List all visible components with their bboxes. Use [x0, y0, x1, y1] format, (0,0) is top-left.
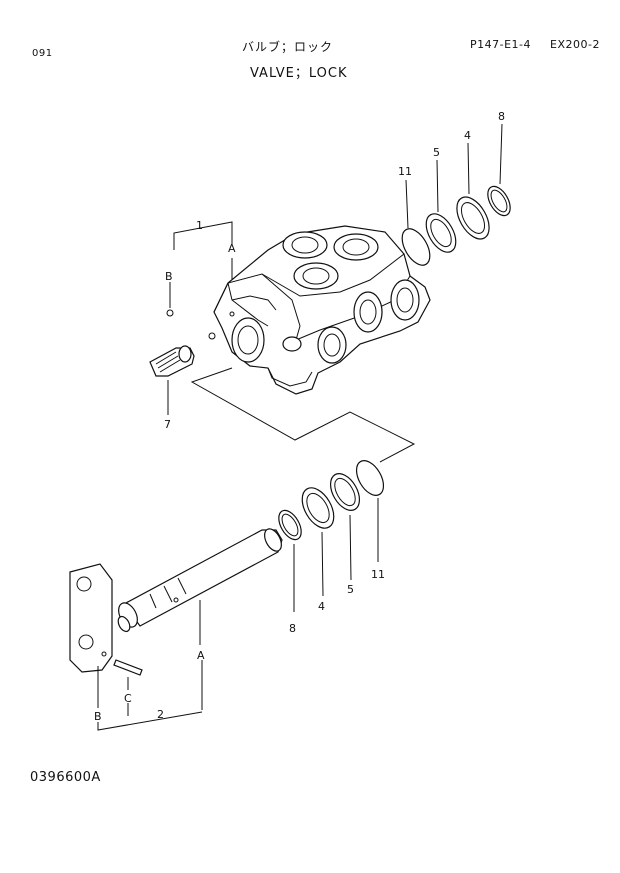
valve-body [208, 225, 431, 395]
callout-2: 2 [157, 708, 164, 721]
callout-5-lower: 5 [347, 583, 354, 596]
assembly-path-line [190, 367, 416, 463]
page-reference: P147-E1-4 [470, 38, 532, 51]
title-english: VALVE；LOCK [250, 66, 348, 81]
callout-a-upper: A [228, 242, 236, 255]
drawing-number: 0396600A [30, 770, 101, 785]
spool [117, 528, 283, 633]
callout-11-upper: 11 [398, 165, 412, 178]
callout-c-lower: C [124, 692, 132, 705]
callout-8-upper: 8 [498, 110, 505, 123]
upper-seal-stack [401, 123, 511, 266]
page-number: 091 [32, 48, 53, 59]
link-plate [69, 563, 113, 673]
callout-b-upper: B [165, 270, 173, 283]
callout-7: 7 [164, 418, 171, 431]
title-japanese: バルブ；ロック [242, 40, 334, 54]
plug [149, 345, 195, 415]
callout-5-upper: 5 [433, 146, 440, 159]
callout-b-lower: B [94, 710, 102, 723]
lower-seal-stack [278, 460, 385, 612]
callout-1: 1 [196, 219, 203, 232]
callout-a-lower: A [197, 649, 205, 662]
callout-11-lower: 11 [371, 568, 385, 581]
model-number: EX200-2 [550, 38, 600, 51]
pin [113, 659, 143, 676]
callout-8-lower: 8 [289, 622, 296, 635]
assembly-bracket-upper [166, 221, 233, 317]
assembly-bracket-lower [97, 600, 203, 731]
callout-4-upper: 4 [464, 129, 471, 142]
callout-4-lower: 4 [318, 600, 325, 613]
